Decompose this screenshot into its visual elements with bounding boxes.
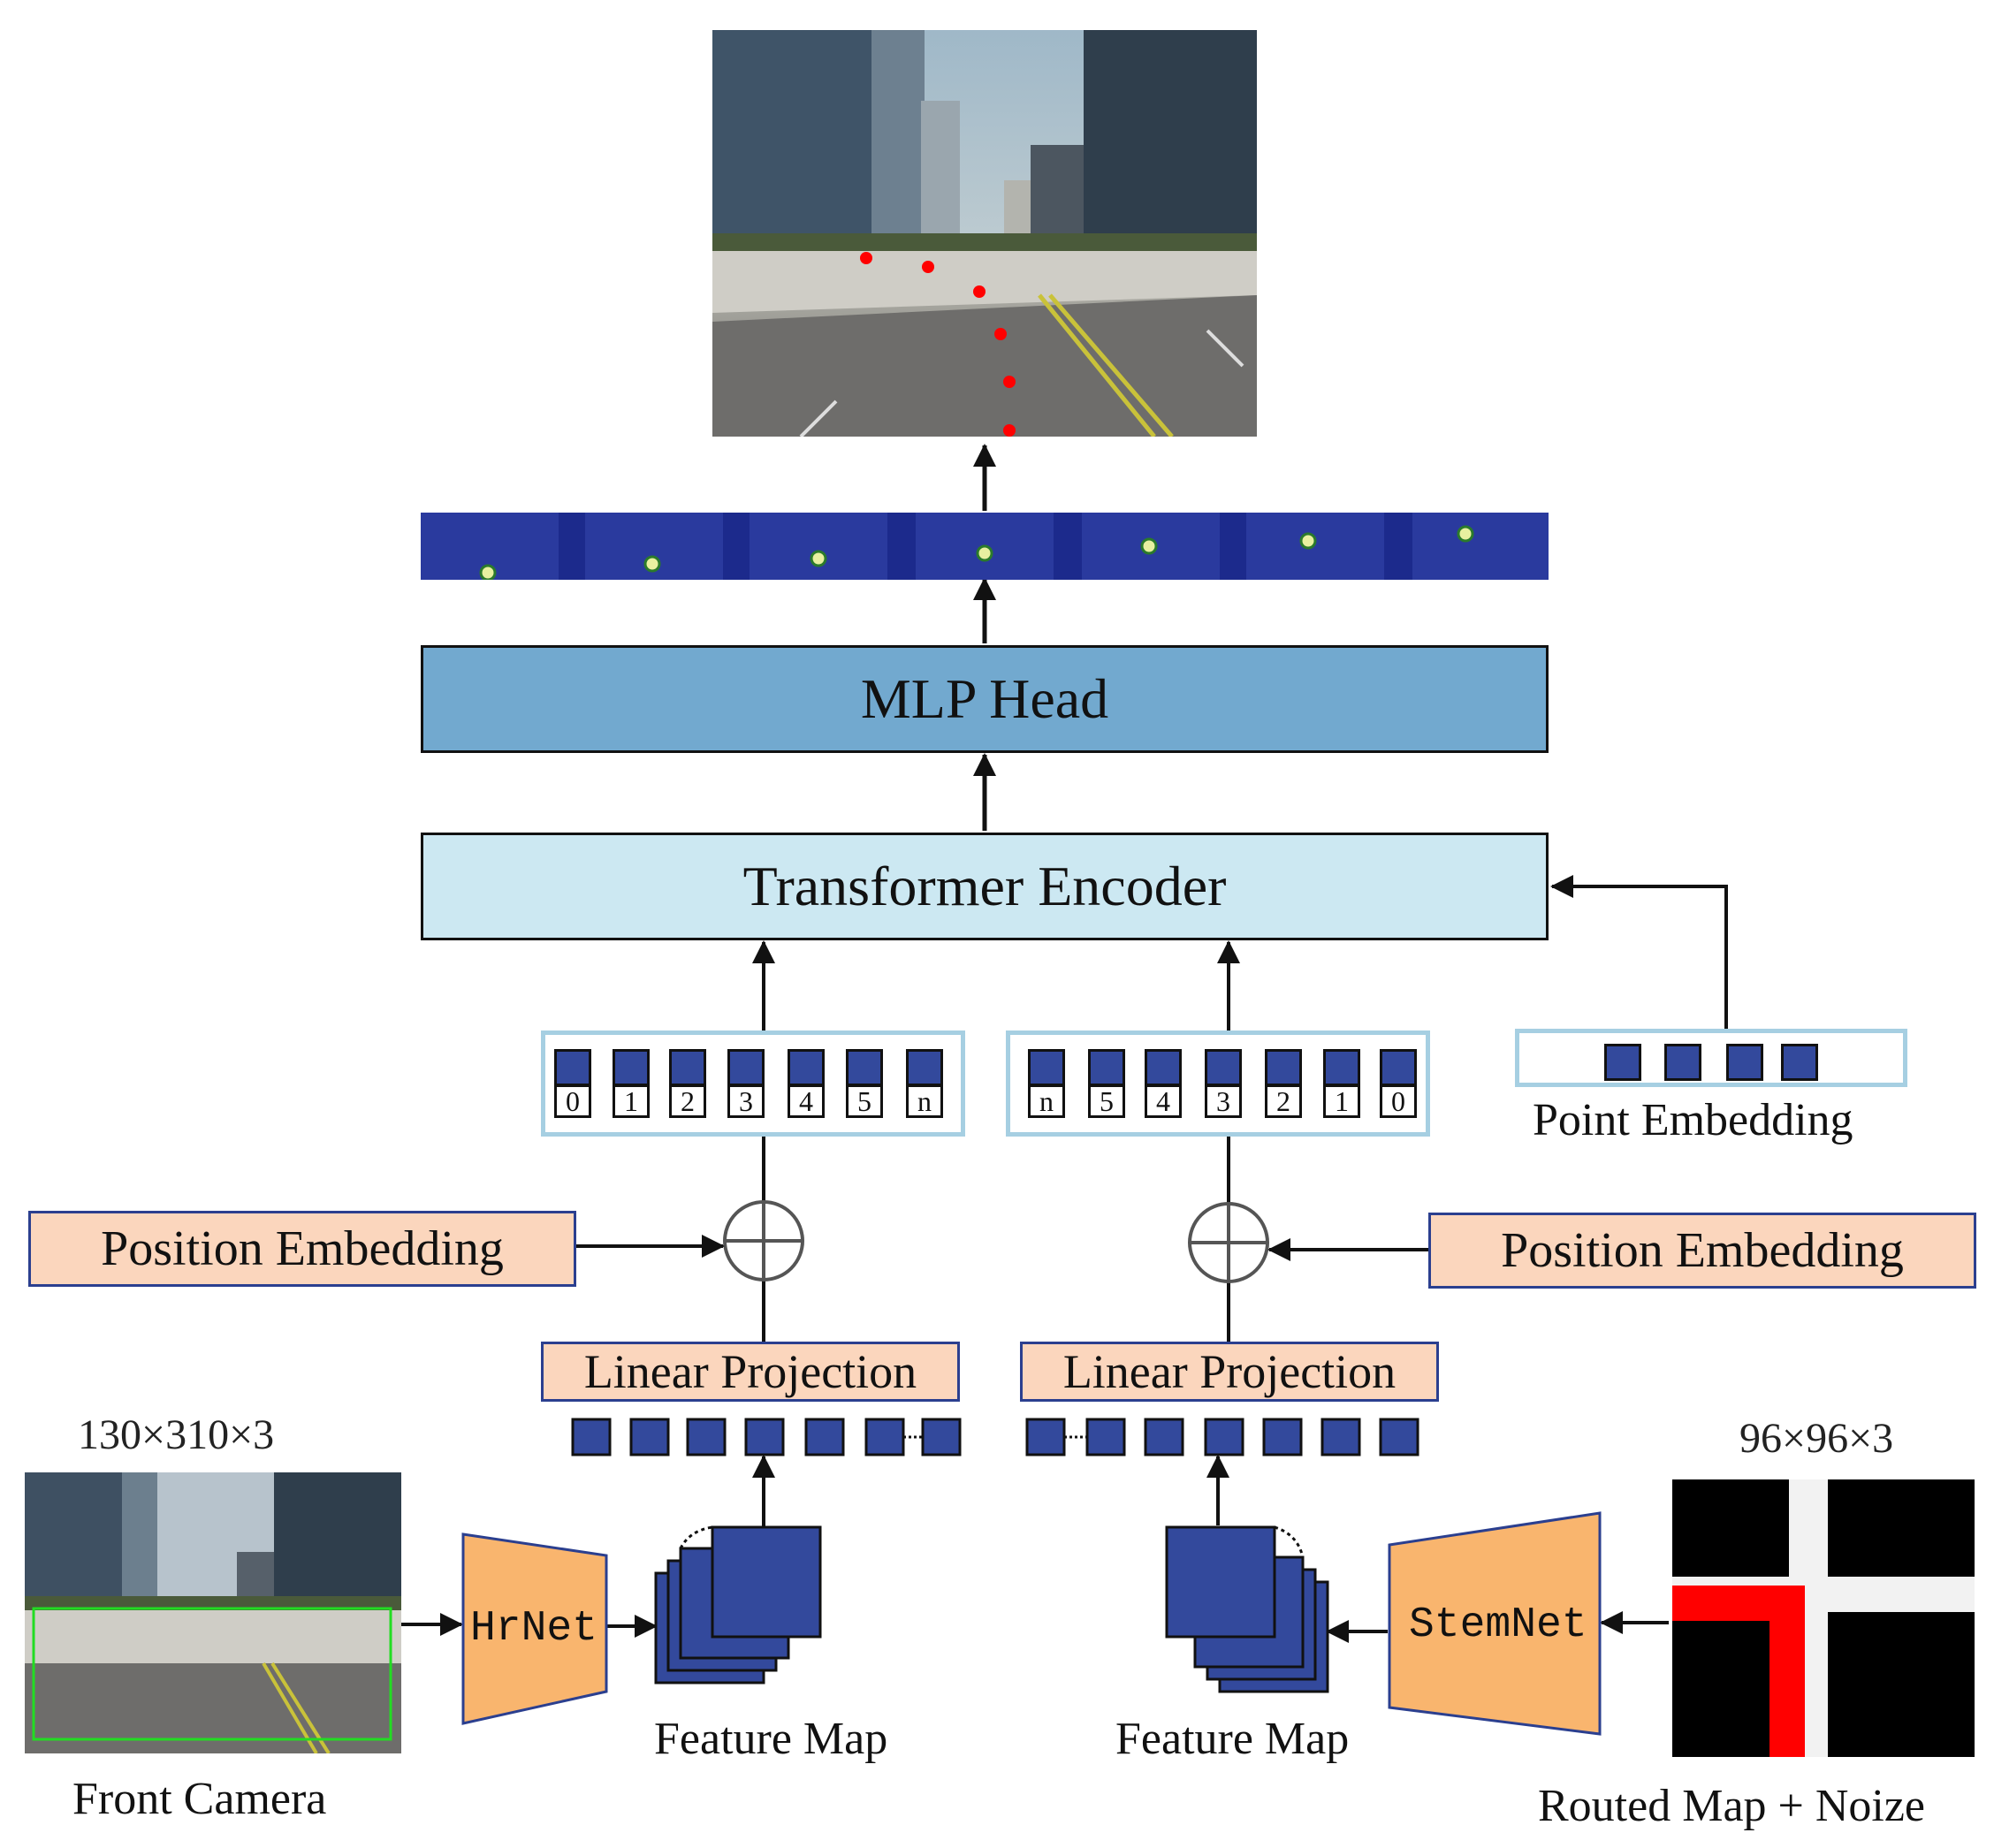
attention-image-strip [421, 513, 1549, 580]
token-index: 2 [1265, 1084, 1302, 1118]
token-index: 1 [1323, 1084, 1360, 1118]
crop-region [32, 1607, 392, 1741]
position-embedding-right-label: Position Embedding [1501, 1223, 1904, 1278]
front-camera-label: Front Camera [72, 1774, 327, 1824]
mlp-head-label: MLP Head [860, 667, 1109, 730]
routed-map-image [1672, 1479, 1975, 1757]
routed-map-dimensions: 96×96×3 [1739, 1415, 1894, 1462]
front-camera-image [25, 1472, 401, 1753]
feature-map-stack-right [1165, 1525, 1329, 1693]
patch-tokens-right [1025, 1418, 1419, 1456]
token-index: 0 [554, 1084, 591, 1118]
token-set-right: n 5 4 3 2 1 0 [1006, 1030, 1430, 1137]
linear-projection-right-label: Linear Projection [1062, 1345, 1397, 1398]
output-prediction-image [712, 30, 1257, 437]
predicted-waypoints [860, 252, 1016, 437]
point-embedding-tokens [1515, 1029, 1907, 1087]
transformer-encoder-label: Transformer Encoder [742, 855, 1227, 917]
linear-projection-right: Linear Projection [1020, 1342, 1439, 1402]
point-embedding-label: Point Embedding [1533, 1095, 1853, 1145]
transformer-encoder-block: Transformer Encoder [421, 833, 1549, 940]
feature-map-right-label: Feature Map [1115, 1714, 1350, 1764]
token-index: n [1028, 1084, 1065, 1118]
token-set-left: 0 1 2 3 4 5 n [541, 1030, 965, 1137]
hrnet-block [461, 1532, 608, 1725]
linear-projection-left-label: Linear Projection [583, 1345, 917, 1398]
token-index: 1 [613, 1084, 650, 1118]
token-index: 4 [788, 1084, 825, 1118]
token-index: 3 [1205, 1084, 1242, 1118]
token-index: 4 [1145, 1084, 1182, 1118]
mlp-head-block: MLP Head [421, 645, 1549, 753]
add-operator-left [723, 1200, 804, 1281]
token-index: 2 [669, 1084, 706, 1118]
position-embedding-right: Position Embedding [1428, 1213, 1976, 1289]
feature-map-left-label: Feature Map [654, 1714, 888, 1764]
hrnet-label: HrNet [470, 1605, 598, 1653]
arrow-point-embedding-to-encoder [1550, 875, 1728, 1030]
position-embedding-left: Position Embedding [28, 1211, 576, 1287]
token-index: n [906, 1084, 943, 1118]
token-index: 5 [846, 1084, 883, 1118]
feature-map-stack-left [654, 1525, 822, 1684]
token-index: 0 [1380, 1084, 1417, 1118]
front-camera-dimensions: 130×310×3 [78, 1411, 275, 1458]
linear-projection-left: Linear Projection [541, 1342, 960, 1402]
stemnet-block [1388, 1511, 1602, 1736]
routed-map-label: Routed Map + Noize [1538, 1781, 1926, 1831]
position-embedding-left-label: Position Embedding [101, 1221, 504, 1276]
patch-tokens-left [571, 1418, 962, 1456]
token-index: 3 [727, 1084, 765, 1118]
token-index: 5 [1088, 1084, 1125, 1118]
stemnet-label: StemNet [1409, 1601, 1587, 1649]
add-operator-right [1188, 1202, 1269, 1283]
